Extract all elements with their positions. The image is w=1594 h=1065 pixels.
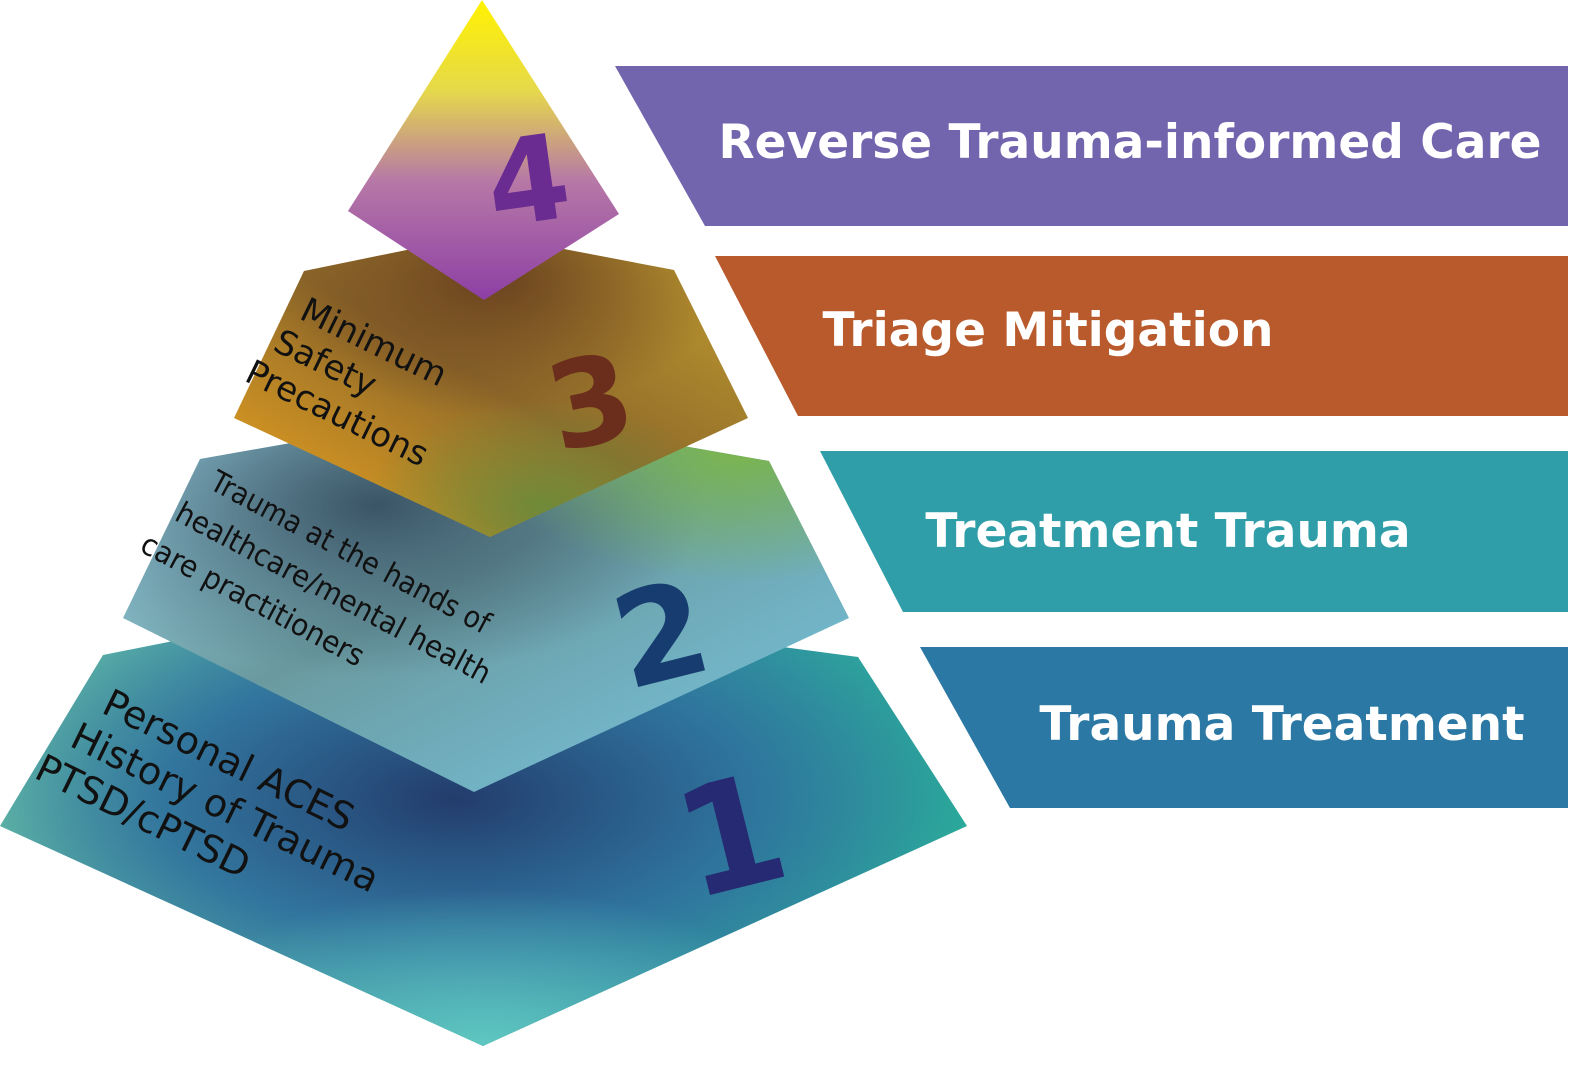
banner-label: Trauma Treatment [1039,697,1524,752]
tier-4-shape [348,0,619,300]
tier-4-number: 4 [478,107,579,255]
tier-4: 4 [348,0,619,300]
tier-3-glow [234,234,748,537]
banner-treatment-trauma: Treatment Trauma [820,451,1568,612]
banner-label: Reverse Trauma-informed Care [718,115,1541,170]
banner-label: Triage Mitigation [823,303,1274,358]
banner-list: Reverse Trauma-informed Care Triage Miti… [615,66,1568,808]
banner-label: Treatment Trauma [925,504,1410,559]
tier-1-glow [0,596,967,1046]
banner-reverse-trauma-informed-care: Reverse Trauma-informed Care [615,66,1568,226]
banner-trauma-treatment: Trauma Treatment [920,647,1568,808]
tier-2: 2 Trauma at the hands of healthcare/ment… [123,410,849,792]
pyramid: 1 Personal ACES History of Trauma PTSD/c… [0,0,967,1046]
banner-triage-mitigation: Triage Mitigation [715,256,1568,416]
tier-1: 1 Personal ACES History of Trauma PTSD/c… [0,596,967,1046]
banner-shape [615,66,1568,226]
banner-shape [820,451,1568,612]
banner-shape [920,647,1568,808]
tier-3: 3 Minimum Safety Precautions [234,234,748,537]
tier-2-glow [123,410,849,792]
banner-shape [715,256,1568,416]
